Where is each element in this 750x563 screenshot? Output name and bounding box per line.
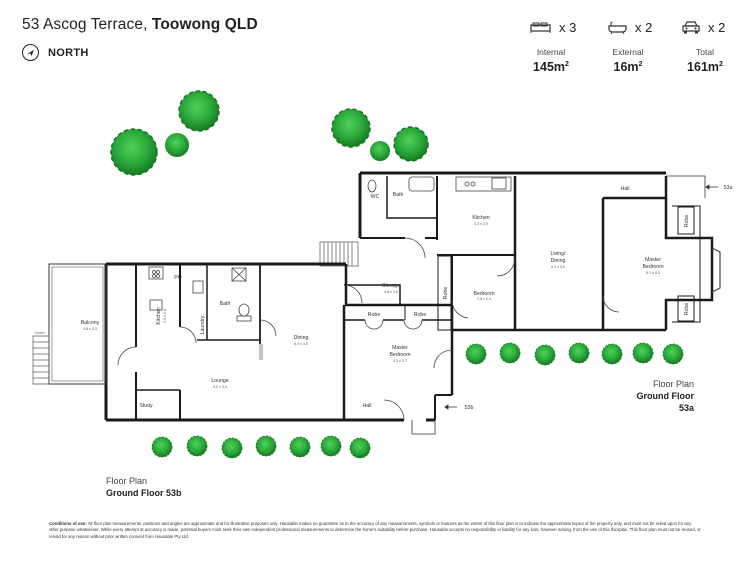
room-balcony: Balcony [81, 320, 100, 326]
tree-group-center [331, 108, 429, 162]
hedge-row-53b [151, 435, 371, 459]
suburb: Toowong QLD [151, 16, 258, 33]
room-kitchen-53a-dims: 3.3 x 3.0 [474, 222, 488, 226]
room-kitchen-53b-dims: 3.0 x 2.8 [163, 309, 167, 323]
bath-count: x 2 [608, 20, 652, 35]
room-pantry-53b: Pty [174, 275, 182, 281]
room-laundry-53b: Laundry [200, 315, 206, 334]
room-study-53b: Study [139, 403, 153, 409]
disclaimer: Conditions of use: All floor plan measur… [49, 521, 701, 540]
area-internal-label: Internal [536, 47, 566, 57]
room-dining-53b: Dining [294, 335, 309, 341]
room-robe-53b-1: Robe [368, 312, 381, 318]
bath-count-text: x 2 [635, 20, 653, 35]
room-robe-53a-3: Robe [443, 287, 449, 300]
floor-label-53b: Floor Plan Ground Floor 53b [106, 475, 182, 499]
walls-53a [358, 171, 714, 332]
car-icon [682, 21, 700, 34]
north-label: NORTH [48, 46, 89, 59]
area-total-value: 161m2 [687, 60, 723, 74]
address-line: 53 Ascog Terrace, [22, 16, 152, 33]
floor-label-53a: Floor Plan Ground Floor 53a [620, 378, 695, 414]
tree-group-left [110, 90, 220, 176]
bath-icon [608, 21, 627, 34]
room-robe-53a-2: Robe [684, 303, 690, 316]
stairs-down-label: Down [35, 331, 44, 335]
entry-53b [411, 404, 457, 435]
room-living-53a: Living/ [551, 251, 567, 257]
room-balcony-dims: 4.8 x 3.3 [83, 327, 97, 331]
bed-count-text: x 3 [559, 20, 577, 35]
room-dining-53b-dims: 6.3 x 3.5 [294, 342, 308, 346]
area-internal: Internal 145m2 [516, 47, 586, 74]
room-bedroom-53a-dims: 2.8 x 2.4 [477, 297, 491, 301]
fixtures-53b [117, 266, 453, 421]
area-external: External 16m2 [593, 47, 663, 74]
property-address: 53 Ascog Terrace, Toowong QLD [22, 16, 258, 34]
room-bath-53a: Bath [393, 192, 404, 198]
room-labels-53b: Balcony 4.8 x 3.3 Kitchen 3.0 x 2.8 Pty … [35, 275, 473, 411]
room-hall-53a: Hall [621, 186, 630, 192]
room-hall-53b: Hall [363, 403, 372, 409]
room-lounge-53b-dims: 5.0 x 3.0 [213, 385, 227, 389]
room-wc-53a: WC [371, 194, 380, 200]
room-living-53a-2: Dining [551, 258, 566, 264]
room-master-53a: Master [645, 257, 661, 263]
walls-53b [104, 262, 454, 422]
area-external-value: 16m2 [613, 60, 643, 74]
stairs-53b [32, 335, 50, 385]
room-labels-53a: Kitchen 3.3 x 3.0 Living/ Dining 6.3 x 3… [371, 185, 733, 315]
floor-label-53b-sub: Floor Plan [106, 476, 148, 486]
entry-label-53b: 53b [465, 405, 474, 411]
room-master-53b-dims: 4.3 x 3.7 [393, 359, 407, 363]
room-master-53b-2: Bedroom [389, 352, 410, 358]
room-robe-53a-1: Robe [684, 215, 690, 228]
room-master-53a-dims: 5.1 x 4.4 [646, 271, 660, 275]
entry-label-53a: 53a [724, 185, 733, 191]
stairs-53a [319, 241, 359, 267]
car-count: x 2 [682, 20, 725, 35]
room-kitchen-53a: Kitchen [472, 215, 489, 221]
room-bedroom-53a: Bedroom [473, 291, 494, 297]
bed-count: x 3 [530, 20, 576, 35]
room-robe-53b-2: Robe [414, 312, 427, 318]
fixtures-53a [367, 176, 721, 319]
floor-label-53a-main: Ground Floor 53a [636, 391, 695, 413]
entry-53a [666, 175, 718, 198]
area-internal-value: 145m2 [533, 60, 569, 74]
room-master-53b: Master [392, 345, 408, 351]
room-lounge-53b: Lounge [211, 378, 228, 384]
north-indicator: NORTH [22, 44, 89, 61]
room-storage-53b-dims: 4.8 x 3.6 [384, 290, 398, 294]
disclaimer-text: All floor plan measurements, positions a… [49, 521, 701, 539]
room-storage-53b: Storage [382, 283, 400, 289]
area-external-label: External [612, 47, 644, 57]
north-arrow-icon [22, 44, 39, 61]
room-master-53a-2: Bedroom [642, 264, 663, 270]
hedge-row-53a [465, 342, 684, 366]
bed-icon [530, 22, 551, 33]
area-total: Total 161m2 [670, 47, 740, 74]
area-total-label: Total [696, 47, 714, 57]
floor-label-53b-main: Ground Floor 53b [106, 488, 182, 498]
disclaimer-title: Conditions of use: [49, 521, 87, 526]
room-kitchen-53b: Kitchen [156, 307, 162, 324]
car-count-text: x 2 [708, 20, 726, 35]
room-bath-53b: Bath [220, 301, 231, 307]
room-living-53a-dims: 6.3 x 3.6 [551, 265, 565, 269]
floor-label-53a-sub: Floor Plan [652, 379, 694, 389]
